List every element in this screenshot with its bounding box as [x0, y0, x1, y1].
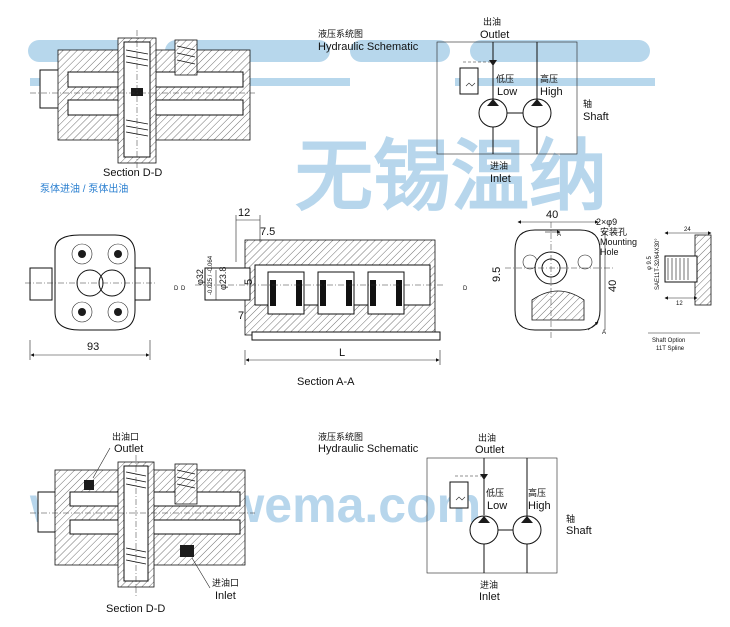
end-view-dim-9-5: 9.5	[491, 267, 503, 282]
schematic-bottom-title-cn: 液压系统图	[318, 431, 363, 442]
schematic-bottom-high-cn: 高压	[528, 487, 546, 498]
shaft-option-dim-24: 24	[684, 227, 691, 233]
end-view-dim-40-side: 40	[607, 280, 619, 292]
end-view-hole-spec: 2×φ9	[596, 217, 617, 227]
section-aa-dim-phi23-8: φ23.8	[218, 267, 228, 290]
hydraulic-schematic-top: 液压系统图 Hydraulic Schematic 出油 Outlet 低压 L…	[318, 16, 609, 185]
section-aa-cut-d-right: D	[463, 286, 468, 292]
bottom-inlet-en: Inlet	[215, 590, 236, 602]
hydraulic-schematic-bottom: 液压系统图 Hydraulic Schematic 出油 Outlet 低压 L…	[318, 431, 592, 603]
schematic-top-low-en: Low	[497, 86, 517, 98]
end-view-dim-40-top: 40	[546, 209, 558, 221]
schematic-top-outlet-en: Outlet	[480, 29, 509, 41]
schematic-top-inlet-en: Inlet	[490, 173, 511, 185]
section-dd-caption: 泵体进油 / 泵体出油	[40, 182, 128, 195]
schematic-top-high-cn: 高压	[540, 73, 558, 84]
schematic-bottom-shaft-cn: 轴	[566, 513, 575, 524]
schematic-bottom-low-en: Low	[487, 500, 507, 512]
front-view-flange	[25, 234, 155, 360]
shaft-option-dim-12: 12	[676, 301, 683, 307]
end-view-hole-en-1: Mounting	[600, 237, 637, 247]
front-view-cut-d: D	[174, 286, 179, 292]
schematic-top-high-en: High	[540, 86, 563, 98]
schematic-bottom-inlet-cn: 进油	[480, 579, 498, 590]
schematic-top-shaft-en: Shaft	[583, 111, 609, 123]
end-view-hole-cn: 安装孔	[600, 226, 627, 237]
section-dd-bottom-view	[30, 447, 255, 598]
schematic-bottom-shaft-en: Shaft	[566, 525, 592, 537]
shaft-option-spline-note: SAE11T-32/64X30°	[655, 238, 661, 290]
shaft-option-view	[648, 231, 712, 334]
section-aa-dim-L: L	[339, 347, 345, 359]
schematic-top-title-en: Hydraulic Schematic	[318, 41, 419, 53]
end-view-cut-a-top: A	[557, 232, 561, 238]
shaft-option-subtitle: 11T Spline	[656, 346, 685, 352]
section-dd-top-label: Section D-D	[103, 167, 162, 179]
schematic-top-outlet-cn: 出油	[483, 16, 501, 27]
section-dd-bottom-label: Section D-D	[106, 603, 165, 615]
bottom-inlet-cn: 进油口	[212, 577, 239, 588]
schematic-top-inlet-cn: 进油	[490, 160, 508, 171]
bottom-outlet-cn: 出油口	[112, 431, 139, 442]
schematic-bottom-outlet-en: Outlet	[475, 444, 504, 456]
schematic-bottom-high-en: High	[528, 500, 551, 512]
end-view-hole-en-2: Hole	[600, 247, 619, 257]
section-aa-dim-5: 5	[243, 279, 255, 285]
bottom-outlet-en: Outlet	[114, 443, 143, 455]
schematic-bottom-outlet-cn: 出油	[478, 432, 496, 443]
section-aa-dim-phi32: φ32	[195, 269, 205, 285]
schematic-bottom-inlet-en: Inlet	[479, 591, 500, 603]
schematic-bottom-title-en: Hydraulic Schematic	[318, 443, 419, 455]
end-view	[505, 220, 615, 340]
shaft-option-dim-phi: φ 9.5	[647, 255, 653, 270]
schematic-top-title-cn: 液压系统图	[318, 28, 363, 39]
section-aa-dim-7: 7	[238, 310, 244, 322]
section-aa-dim-phi32-tol: -0.025 / -0.064	[208, 255, 214, 295]
shaft-option-title: Shaft Option	[652, 338, 685, 344]
section-aa-cut-d-left: D	[181, 286, 186, 292]
schematic-top-low-cn: 低压	[496, 73, 514, 84]
section-aa-label: Section A-A	[297, 376, 355, 388]
watermark-chinese: 无锡温纳	[295, 132, 607, 220]
section-aa-dim-7-5: 7.5	[260, 226, 275, 238]
schematic-top-shaft-cn: 轴	[583, 98, 592, 109]
section-aa-view	[195, 215, 445, 365]
front-view-dim-width: 93	[87, 341, 99, 353]
end-view-cut-a-bottom: A	[602, 330, 606, 336]
schematic-bottom-low-cn: 低压	[486, 487, 504, 498]
section-dd-top-view	[30, 30, 255, 168]
section-aa-dim-12: 12	[238, 207, 250, 219]
